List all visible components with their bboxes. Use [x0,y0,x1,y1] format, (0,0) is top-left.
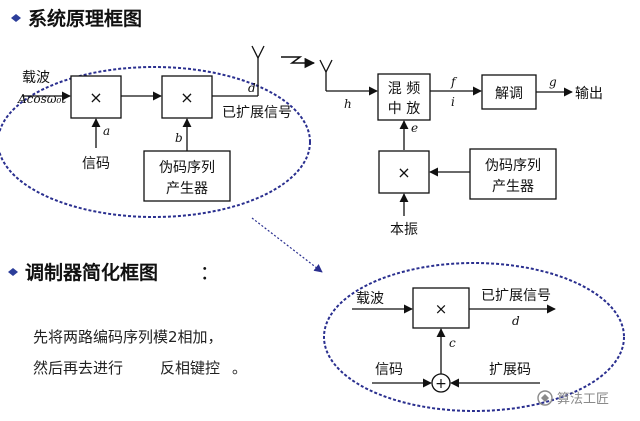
mixer-if-line2: 中 放 [388,101,420,117]
signal-code-label: 信码 [82,156,110,172]
point-d-label: d [248,81,256,95]
modulator-highlight-ellipse [0,66,311,218]
output-label: 输出 [575,86,603,102]
point-b-label: b [175,131,183,145]
tx-antenna-icon [251,45,265,60]
demod-box [481,74,537,110]
pn-generator-1-line2: 产生器 [166,181,208,197]
spread-signal-label: 已扩展信号 [222,105,292,121]
zoom-pointer-line [251,217,323,273]
watermark-logo-mark [541,394,549,402]
local-mixer-box [378,150,430,194]
description-line1: 先将两路编码序列模2相加， [33,328,223,346]
carrier-formula: Acosω₀t [17,92,66,106]
mod-point-c-label: c [449,336,456,350]
mixer-if-box [377,73,431,121]
mixer-2-box [161,75,213,119]
point-g-label: g [549,75,557,89]
adder-symbol: + [435,376,447,392]
watermark: 算法工匠 [537,390,609,407]
bullet-icon-2 [8,268,18,276]
point-f-label: f [450,75,458,89]
watermark-logo-icon [537,390,553,406]
section-title-system: 系统原理框图 [28,7,142,30]
description-line2-part2: 反相键控 [160,359,220,377]
mod-signal-code-label: 信码 [375,362,403,378]
mod-point-d-label: d [512,314,520,328]
watermark-text: 算法工匠 [557,392,609,407]
mod-mixer-box [412,287,470,329]
point-e-label: e [411,121,418,135]
mixer-if-line1: 混 频 [388,81,420,97]
point-h-label: h [344,97,352,111]
point-i-label: i [451,95,455,109]
section-title-colon: ： [200,262,219,284]
mod-output-label: 已扩展信号 [481,288,551,304]
bullet-icon [11,14,21,22]
mod-carrier-label: 载波 [356,291,384,307]
description-line2-end: 。 [232,359,247,377]
mixer-1-symbol: × [89,88,102,107]
pn-generator-2-box [469,148,557,200]
wireless-link-icon [281,56,316,69]
point-a-label: a [103,124,110,138]
section-title-modulator: 调制器简化框图 [25,261,158,284]
mod-mixer-symbol: × [435,300,448,318]
mixer-2-symbol: × [180,88,193,107]
pn-generator-2-line1: 伪码序列 [485,158,541,174]
description-line2-part1: 然后再去进行 [33,359,123,377]
mixer-1-box [70,75,122,119]
mod-spread-code-label: 扩展码 [489,362,531,378]
rx-antenna-icon [319,59,333,74]
modulator-simplified-ellipse [323,262,625,412]
demod-label: 解调 [495,86,523,102]
pn-generator-2-line2: 产生器 [492,179,534,195]
local-osc-label: 本振 [390,222,418,238]
carrier-input-label: 载波 [22,70,50,86]
local-mixer-symbol: × [397,163,410,182]
pn-generator-1-line1: 伪码序列 [159,160,215,176]
